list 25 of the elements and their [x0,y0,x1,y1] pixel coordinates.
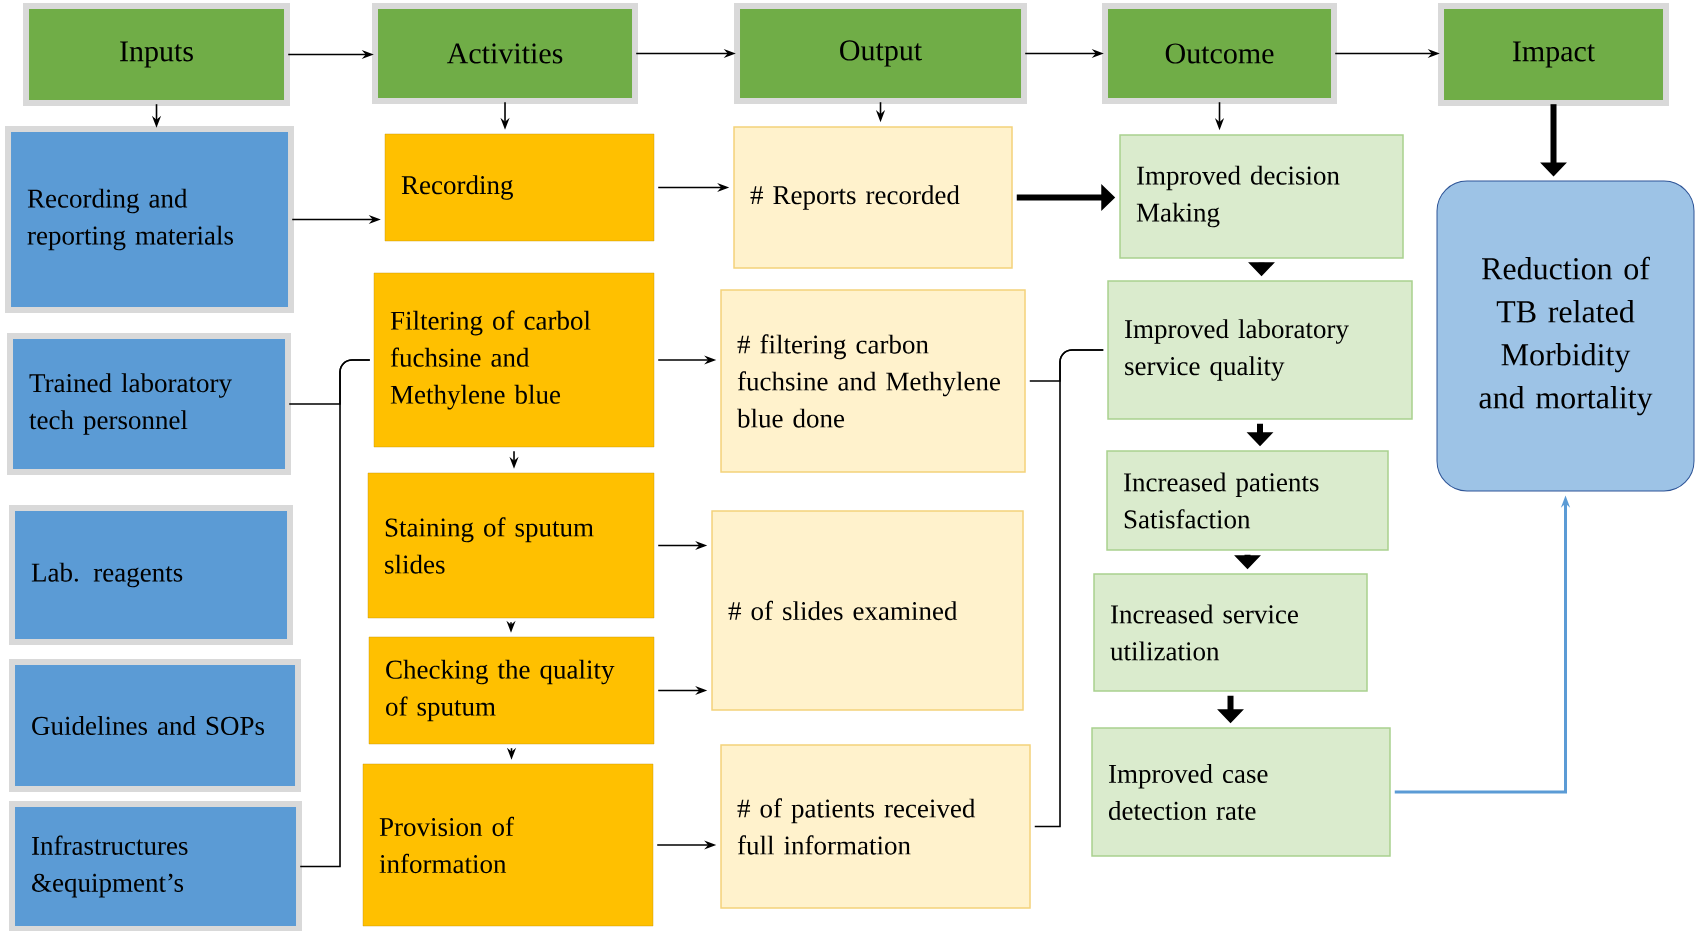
activity-box: Provision of information [362,763,654,927]
output-box: # of slides examined [711,510,1024,711]
output-box: # filtering carbon fuchsine and Methylene blue done [720,289,1026,473]
input-box: Recording and reporting materials [5,126,294,313]
header-box: Inputs [23,3,290,106]
input-box: Lab. reagents [9,505,293,645]
outcome-box: Increased service utilization [1093,573,1368,692]
header-box: Outcome [1102,3,1337,104]
activity-box: Filtering of carbol fuchsine and Methylene blue [373,272,655,448]
outcome-box: Increased patients Satisfaction [1106,450,1389,551]
header-box: Impact [1438,3,1669,106]
output-box: # Reports recorded [733,126,1013,269]
input-box: Trained laboratory tech personnel [7,333,291,475]
output-box: # of patients received full information [720,744,1031,909]
input-box: Guidelines and SOPs [9,659,301,792]
outcome-box: Improved laboratory service quality [1107,280,1413,420]
input-box: Infrastructures &equipment’s [9,801,302,931]
activity-box: Recording [384,133,655,242]
activity-box: Checking the quality of sputum [368,636,655,745]
activity-box: Staining of sputum slides [367,472,655,619]
impact-box: Reduction of TB related Morbidity and mortality [1436,180,1695,492]
header-box: Output [734,3,1027,104]
outcome-box: Improved decision Making [1119,134,1404,259]
header-box: Activities [372,3,638,104]
outcome-box: Improved case detection rate [1091,727,1391,857]
